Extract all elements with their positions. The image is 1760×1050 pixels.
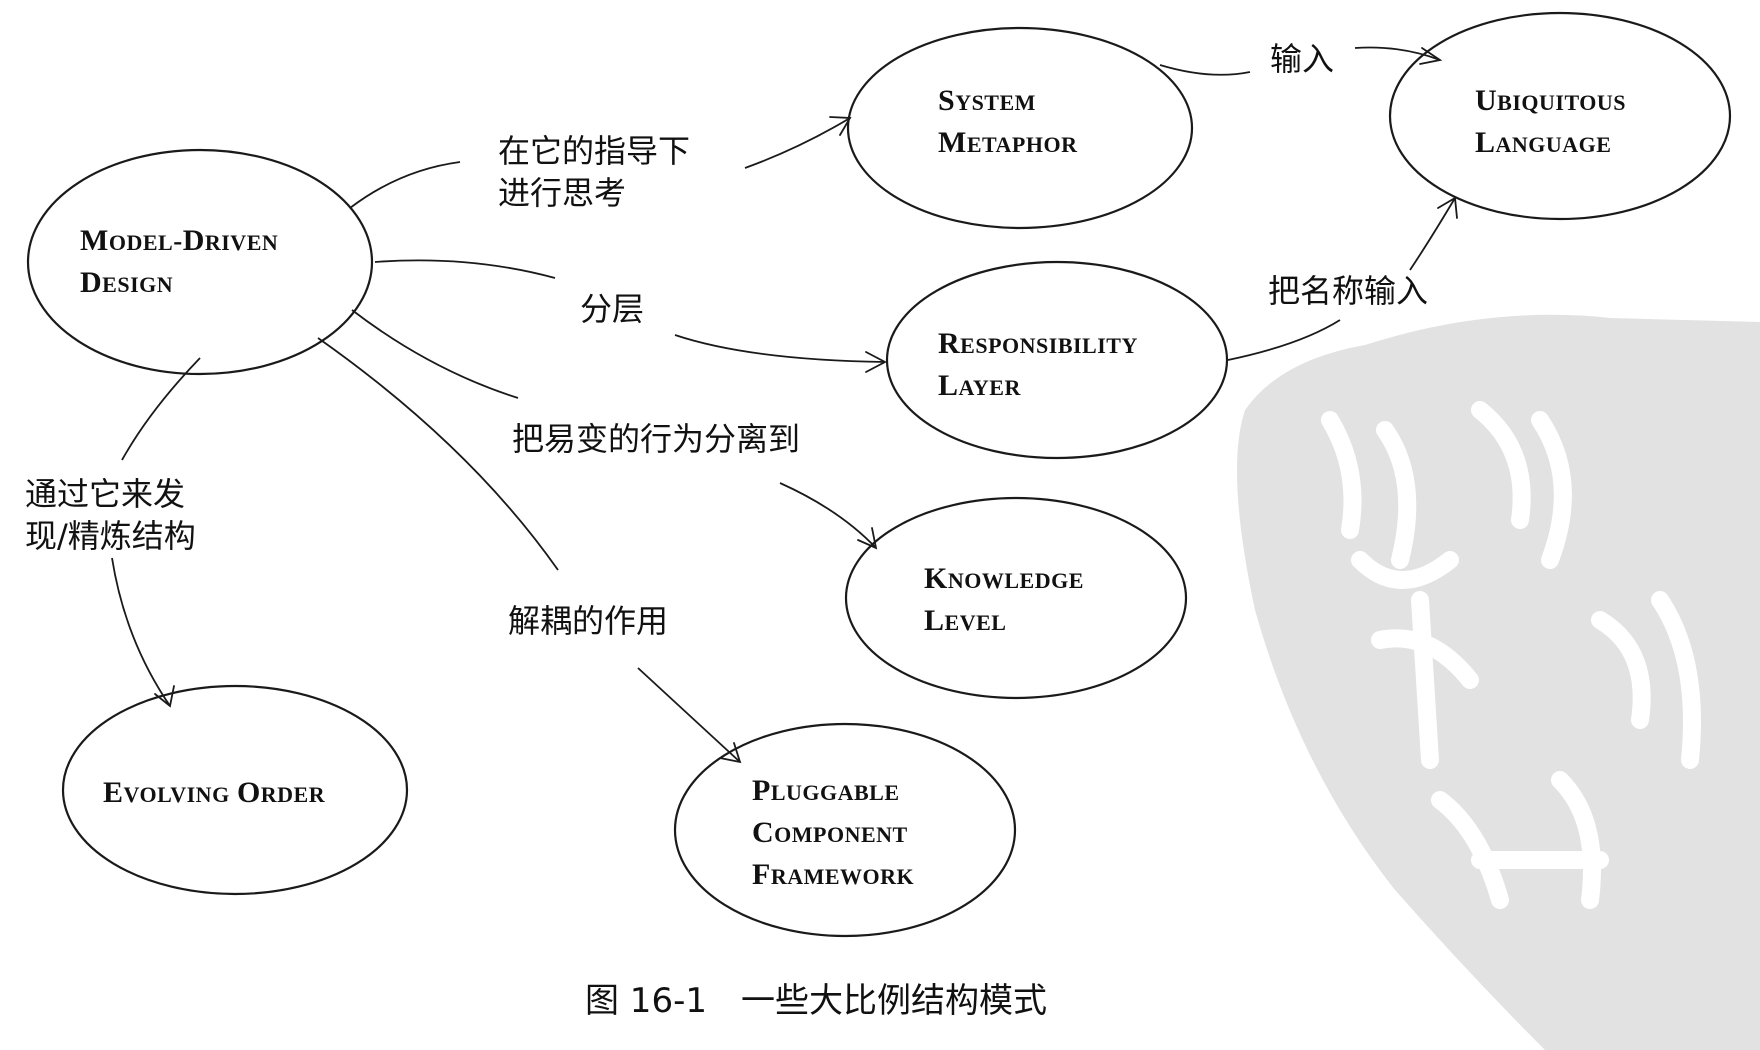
node-knowledge-level-line1: KNOWLEDGE — [924, 562, 1084, 595]
edge-mdd-to-responsibility-layer: 分层 — [374, 259, 887, 373]
node-pluggable-component-framework: PLUGGABLE COMPONENT FRAMEWORK — [673, 722, 1017, 938]
node-pluggable-component-framework-line1: PLUGGABLE — [752, 774, 900, 807]
node-responsibility-layer-line2: LAYER — [938, 369, 1021, 402]
edge-label-discover-refine-line1: 通过它来发 — [25, 475, 185, 513]
node-system-metaphor-line2: METAPHOR — [938, 126, 1078, 159]
edge-label-think-guided-line2: 进行思考 — [498, 174, 626, 212]
edge-mdd-to-evolving-order: 通过它来发 现/精炼结构 — [25, 357, 201, 708]
edge-mdd-to-knowledge-level: 把易变的行为分离到 — [351, 309, 878, 550]
edge-label-separate-volatile: 把易变的行为分离到 — [512, 420, 800, 458]
edge-mdd-to-system-metaphor: 在它的指导下 进行思考 — [349, 116, 852, 212]
node-ubiquitous-language-line1: UBIQUITOUS — [1475, 84, 1626, 117]
watermark-seal — [1237, 314, 1760, 1050]
edge-label-input-names: 把名称输入 — [1268, 272, 1428, 310]
edge-label-layering: 分层 — [580, 290, 644, 328]
node-system-metaphor-line1: SYSTEM — [938, 84, 1036, 117]
node-ubiquitous-language: UBIQUITOUS LANGUAGE — [1388, 11, 1732, 221]
edge-label-discover-refine-line2: 现/精炼结构 — [25, 517, 196, 555]
node-pluggable-component-framework-line3: FRAMEWORK — [752, 858, 914, 891]
node-system-metaphor: SYSTEM METAPHOR — [846, 26, 1194, 230]
node-knowledge-level-line2: LEVEL — [924, 604, 1006, 637]
edge-label-decoupling: 解耦的作用 — [508, 602, 668, 640]
edge-system-metaphor-to-ubiquitous-language: 输入 — [1159, 40, 1443, 78]
node-responsibility-layer: RESPONSIBILITY LAYER — [885, 260, 1229, 460]
edge-label-think-guided-line1: 在它的指导下 — [498, 132, 690, 170]
node-knowledge-level: KNOWLEDGE LEVEL — [844, 496, 1188, 700]
node-evolving-order: EVOLVING ORDER — [61, 684, 409, 896]
edge-label-input: 输入 — [1270, 40, 1334, 78]
edge-responsibility-layer-to-ubiquitous-language: 把名称输入 — [1227, 196, 1458, 361]
node-model-driven-design-line1: MODEL-DRIVEN — [80, 224, 278, 257]
node-evolving-order-line1: EVOLVING ORDER — [103, 776, 326, 809]
node-model-driven-design: MODEL-DRIVEN DESIGN — [26, 148, 374, 376]
node-responsibility-layer-line1: RESPONSIBILITY — [938, 327, 1138, 360]
node-model-driven-design-line2: DESIGN — [80, 266, 173, 299]
node-pluggable-component-framework-line2: COMPONENT — [752, 816, 908, 849]
edge-mdd-to-pluggable-component-framework: 解耦的作用 — [317, 337, 742, 764]
figure-caption: 图 16-1 一些大比例结构模式 — [585, 981, 1047, 1021]
node-ubiquitous-language-line2: LANGUAGE — [1475, 126, 1611, 159]
